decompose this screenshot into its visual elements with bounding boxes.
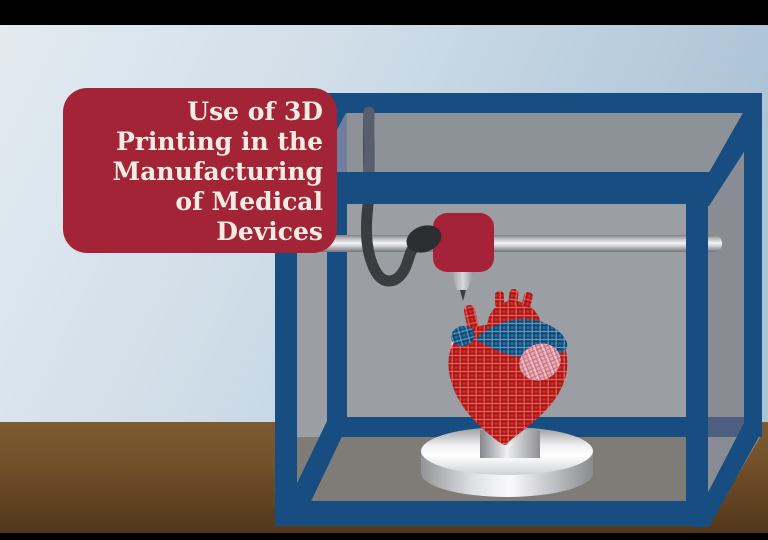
letterbox-top	[0, 0, 768, 25]
heart-aorta-stub	[508, 289, 519, 307]
frame-front-left-post	[275, 172, 297, 526]
title-line: Use of 3D	[187, 97, 323, 126]
build-platform	[421, 427, 593, 497]
print-head	[433, 213, 494, 272]
frame-front-top-bar	[275, 172, 710, 204]
print-head-assembly	[406, 213, 494, 301]
frame-back-left-post	[327, 204, 347, 417]
frame-bottom-left-diagonal	[288, 419, 346, 512]
cable-connector	[406, 225, 442, 253]
frame-front-bottom-bar	[275, 501, 709, 526]
title-line: Printing in the	[115, 127, 323, 156]
heart-right-atrium	[519, 343, 561, 381]
frame-front-right-post	[686, 177, 708, 526]
title-line: of Medical	[175, 187, 323, 216]
frame-back-top-bar	[327, 93, 762, 113]
nozzle-tip	[460, 290, 466, 301]
letterbox-bottom	[0, 533, 768, 540]
print-nozzle	[451, 272, 475, 290]
heart-pulmonary-vessel-left	[451, 325, 475, 347]
cable-behind-panel	[363, 106, 375, 176]
heart-aorta-stub	[495, 291, 504, 308]
printer-frame-front	[275, 172, 710, 526]
heart-aorta-stub	[522, 292, 533, 309]
printed-heart-model	[448, 289, 568, 445]
title-line: Manufacturing	[112, 157, 323, 186]
filament-cable	[360, 106, 427, 287]
title-badge: Use of 3D Printing in the Manufacturing …	[63, 88, 337, 253]
frame-back-bottom-bar-behind-panel	[708, 417, 744, 437]
frame-back-right-post	[744, 113, 762, 437]
title-line: Devices	[216, 217, 323, 246]
